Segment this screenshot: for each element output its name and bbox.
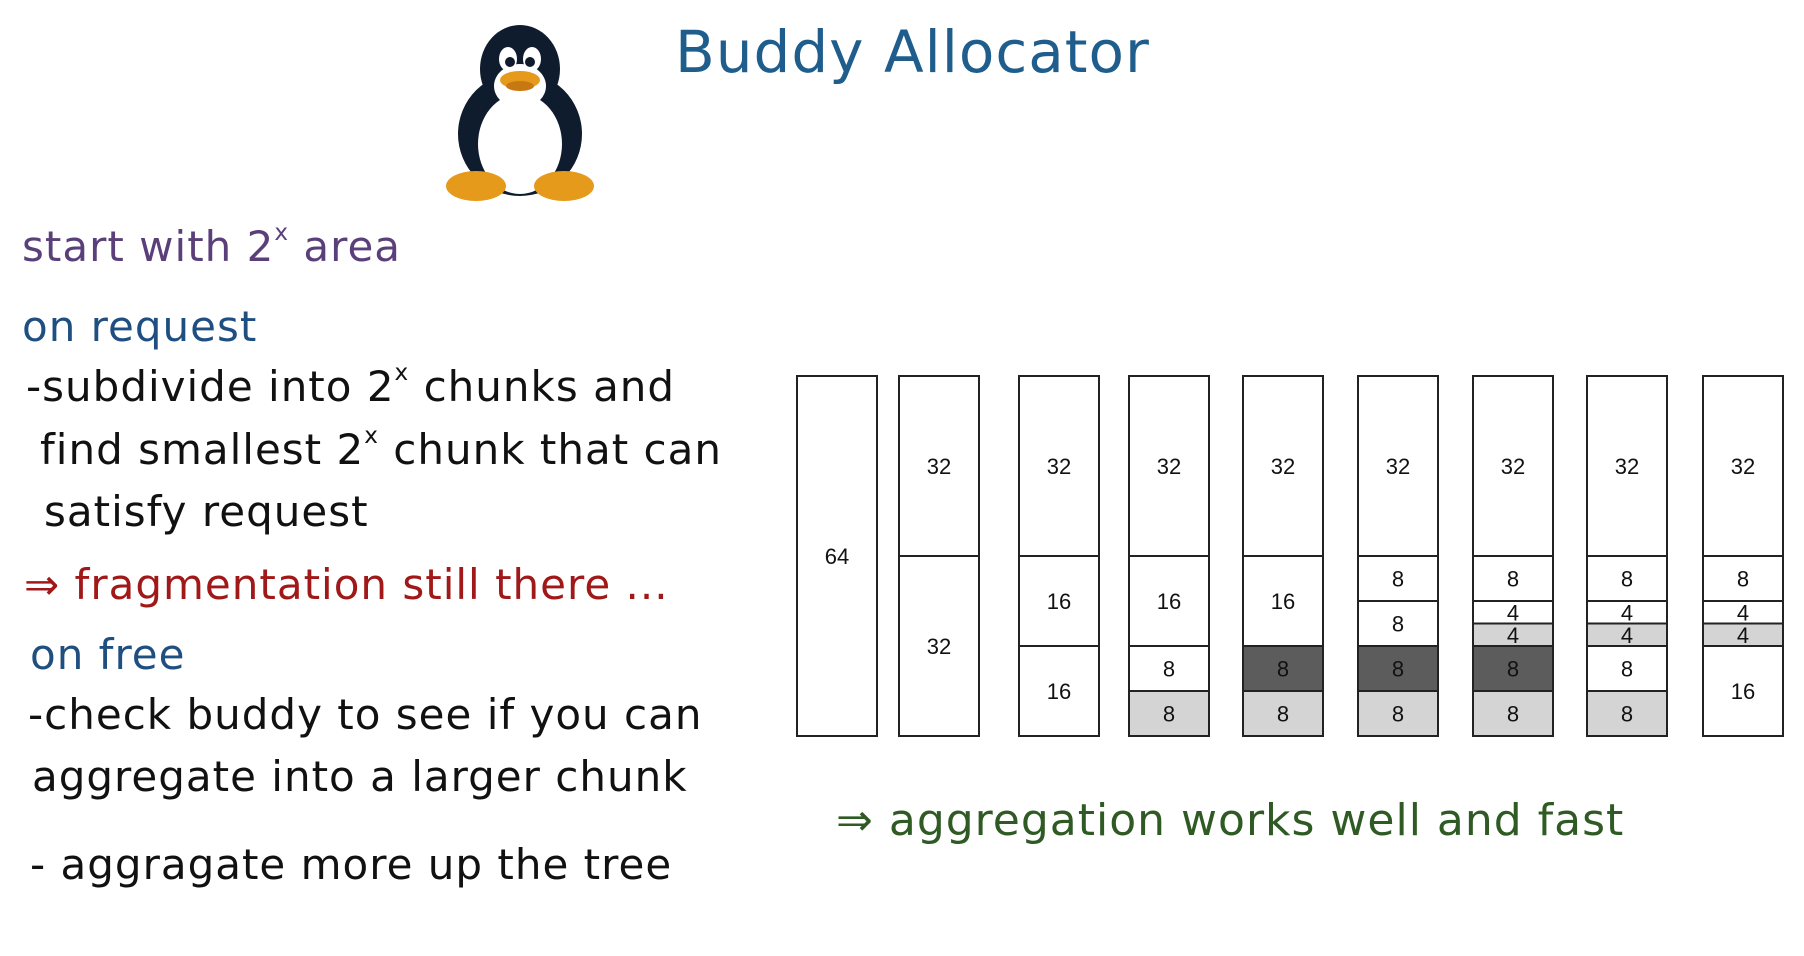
memory-block-label: 32 (1157, 454, 1181, 479)
note-find-suffix: chunk that can (378, 425, 722, 474)
memory-block-label: 32 (1731, 454, 1755, 479)
memory-column-2: 32 32 (898, 375, 980, 737)
page-title: Buddy Allocator (675, 18, 1150, 86)
memory-block-label: 8 (1507, 567, 1519, 592)
memory-block (1242, 645, 1324, 692)
note-fragmentation: ⇒ fragmentation still there ... (24, 560, 669, 609)
memory-block-label: 4 (1621, 623, 1633, 648)
note-find-smallest: find smallest 2x chunk that can (40, 425, 722, 474)
note-check-buddy: -check buddy to see if you can (28, 690, 703, 739)
memory-block-label: 8 (1392, 567, 1404, 592)
memory-block (1586, 690, 1668, 737)
memory-block-label: 8 (1392, 702, 1404, 727)
memory-block-label: 32 (927, 634, 951, 659)
memory-column-5: 32 16 8 8 (1242, 375, 1324, 737)
memory-column-6: 32 8 8 8 8 (1357, 375, 1439, 737)
memory-block (1472, 690, 1554, 737)
note-find-exponent: x (364, 423, 379, 450)
memory-block-label: 8 (1621, 567, 1633, 592)
note-aggregate-more: - aggragate more up the tree (30, 840, 673, 889)
memory-block-label: 8 (1621, 657, 1633, 682)
memory-block-label: 64 (825, 544, 849, 569)
memory-block (1018, 555, 1100, 647)
memory-block (898, 375, 980, 557)
memory-block-label: 4 (1737, 600, 1749, 625)
memory-block-label: 16 (1047, 679, 1071, 704)
note-on-request: on request (22, 302, 258, 351)
memory-block-label: 16 (1731, 679, 1755, 704)
memory-block-label: 8 (1621, 702, 1633, 727)
memory-block-label: 8 (1392, 657, 1404, 682)
memory-block-label: 8 (1507, 702, 1519, 727)
memory-block (1018, 645, 1100, 737)
memory-block (796, 375, 878, 737)
memory-block-label: 16 (1047, 589, 1071, 614)
memory-column-1: 64 (796, 375, 878, 737)
note-subdivide-exponent: x (394, 360, 410, 387)
note-start-area: start with 2x area (22, 222, 401, 271)
note-subdivide-prefix: -subdivide into 2 (26, 362, 395, 411)
memory-block-label: 16 (1271, 589, 1295, 614)
memory-block (1472, 375, 1554, 557)
memory-block (1242, 375, 1324, 557)
memory-block-label: 8 (1277, 702, 1289, 727)
memory-block-label: 4 (1737, 623, 1749, 648)
memory-block-label: 4 (1507, 600, 1519, 625)
note-aggregate-into: aggregate into a larger chunk (32, 752, 688, 801)
memory-block (1128, 375, 1210, 557)
memory-block-label: 32 (1047, 454, 1071, 479)
memory-block-label: 32 (1615, 454, 1639, 479)
note-on-free: on free (30, 630, 186, 679)
memory-block (1242, 690, 1324, 737)
memory-block (898, 555, 980, 737)
memory-block (1702, 645, 1784, 737)
memory-block (1242, 555, 1324, 647)
memory-block-label: 8 (1163, 657, 1175, 682)
memory-block-label: 32 (1501, 454, 1525, 479)
note-satisfy-request: satisfy request (44, 487, 369, 536)
memory-block (1586, 375, 1668, 557)
note-start-exponent: x (274, 220, 290, 247)
memory-column-8: 32 8 44 8 8 (1586, 375, 1668, 737)
memory-block-label: 32 (927, 454, 951, 479)
note-subdivide: -subdivide into 2x chunks and (26, 362, 675, 411)
memory-block-label: 16 (1157, 589, 1181, 614)
memory-block (1702, 375, 1784, 557)
memory-column-9: 32 8 44 16 (1702, 375, 1784, 737)
memory-block (1586, 645, 1668, 692)
memory-column-4: 32 16 8 8 (1128, 375, 1210, 737)
memory-block-label: 4 (1621, 600, 1633, 625)
note-find-prefix: find smallest 2 (40, 425, 365, 474)
memory-block-label: 8 (1392, 612, 1404, 637)
memory-block (1702, 555, 1784, 602)
memory-column-7: 32 8 44 8 8 (1472, 375, 1554, 737)
memory-block (1357, 375, 1439, 557)
memory-block-label: 8 (1163, 702, 1175, 727)
memory-block-label: 8 (1507, 657, 1519, 682)
conclusion-note: ⇒ aggregation works well and fast (836, 795, 1625, 846)
tux-penguin-logo (446, 25, 594, 201)
note-start-suffix: area (289, 222, 402, 271)
memory-column-3: 32 16 16 (1018, 375, 1100, 737)
memory-block (1018, 375, 1100, 557)
memory-block (1357, 690, 1439, 737)
memory-block (1472, 645, 1554, 692)
memory-block-label: 32 (1271, 454, 1295, 479)
note-start-prefix: start with 2 (22, 222, 275, 271)
memory-block (1128, 690, 1210, 737)
memory-block-label: 8 (1277, 657, 1289, 682)
memory-block-label: 4 (1507, 623, 1519, 648)
memory-block-label: 8 (1737, 567, 1749, 592)
memory-block-label: 32 (1386, 454, 1410, 479)
note-subdivide-suffix: chunks and (409, 362, 676, 411)
